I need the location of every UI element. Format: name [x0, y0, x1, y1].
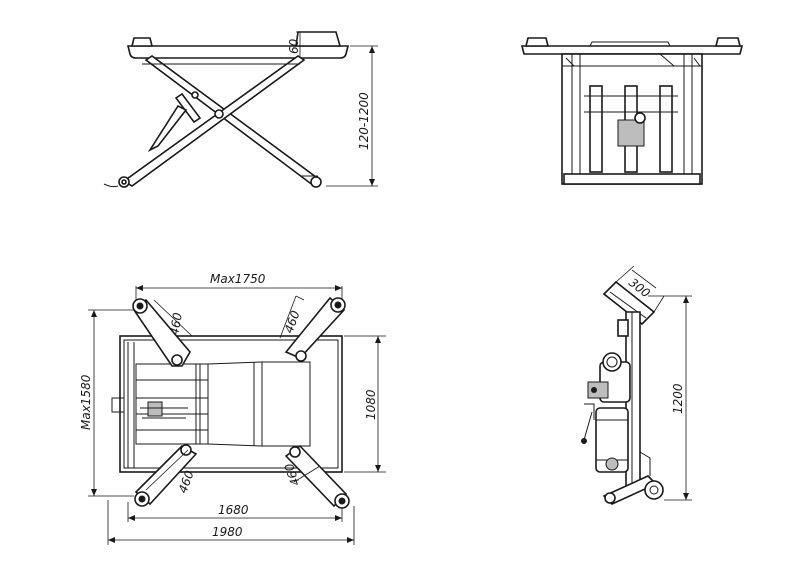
arm-length-label-top-right: 460 [282, 308, 303, 335]
front-platform [520, 45, 744, 55]
top-overall-length-label: 1980 [212, 525, 243, 539]
top-max-length-label: Max1750 [210, 272, 266, 286]
side-cylinder [174, 92, 202, 124]
side-pad-left [130, 37, 154, 47]
power-unit-height-label: 1200 [671, 383, 685, 414]
power-unit-wheel-large [644, 480, 664, 500]
side-lift-height-label: 120-1200 [357, 92, 371, 150]
power-unit-tank [595, 407, 629, 473]
top-view: 460 460 460 460 Max1750 Max1580 1080 168… [79, 272, 386, 545]
top-inner-length-label: 1680 [218, 503, 249, 517]
side-wheel-right [310, 176, 322, 188]
top-max-width-label: Max1580 [79, 374, 93, 430]
power-unit-view: 300 1200 [581, 265, 692, 505]
side-view: 60 120-1200 [103, 31, 378, 188]
side-platform [126, 45, 350, 59]
power-unit-wheel-small [604, 492, 616, 504]
side-pivot [214, 109, 224, 119]
side-pad-height-label: 60 [287, 38, 301, 54]
arm-length-label-top-left: 460 [167, 311, 185, 336]
front-view [520, 37, 744, 185]
top-platform-width-label: 1080 [364, 389, 378, 420]
side-arm-b [122, 55, 306, 187]
side-pad-right [295, 31, 342, 47]
